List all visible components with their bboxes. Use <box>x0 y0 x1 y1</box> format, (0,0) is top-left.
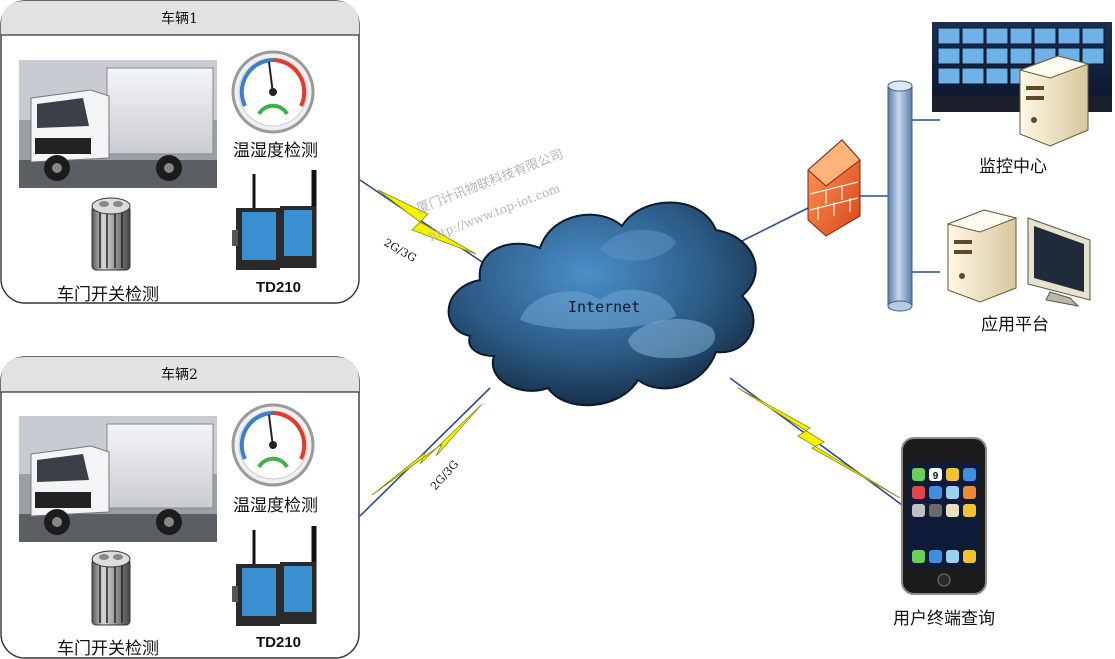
internet-label: Internet <box>568 298 641 316</box>
door-sensor-icon <box>91 197 131 271</box>
clock-icon-text: 9 <box>933 471 939 482</box>
temp-humidity-label: 温湿度检测 <box>233 141 318 161</box>
app-platform-label: 应用平台 <box>981 315 1049 335</box>
internet-cloud-icon <box>447 201 757 407</box>
mobile-phone-icon: 9 <box>901 437 987 595</box>
device-model-label: TD210 <box>256 279 302 296</box>
vehicle-title: 车辆1 <box>161 11 198 27</box>
door-sensor-icon <box>91 550 131 626</box>
server-tower-icon <box>946 209 1018 303</box>
bolt-vehicle2 <box>371 403 483 496</box>
network-bus-pipe <box>887 80 913 312</box>
link-vehicle2 <box>359 387 491 517</box>
bolt-mobile <box>737 387 901 499</box>
temp-humidity-label: 温湿度检测 <box>233 496 318 516</box>
server-tower-icon <box>1018 55 1090 147</box>
link-firewall <box>739 207 809 243</box>
bolt-vehicle1 <box>377 189 477 255</box>
truck-image <box>19 416 217 542</box>
device-model-label: TD210 <box>256 634 302 651</box>
monitor-screen-icon <box>1027 217 1091 307</box>
router-device-icon <box>232 170 317 270</box>
mobile-query-label: 用户终端查询 <box>893 609 995 629</box>
firewall-icon <box>807 139 861 237</box>
monitor-center-label: 监控中心 <box>979 157 1047 177</box>
link-vehicle1 <box>359 179 489 267</box>
door-sensor-label: 车门开关检测 <box>57 285 159 305</box>
router-device-icon <box>232 526 317 626</box>
vehicle-title: 车辆2 <box>161 367 198 383</box>
hygrometer-icon <box>231 50 315 134</box>
truck-image <box>19 60 217 188</box>
wireless-bolts <box>371 189 901 499</box>
hygrometer-icon <box>231 403 315 487</box>
door-sensor-label: 车门开关检测 <box>57 639 159 659</box>
